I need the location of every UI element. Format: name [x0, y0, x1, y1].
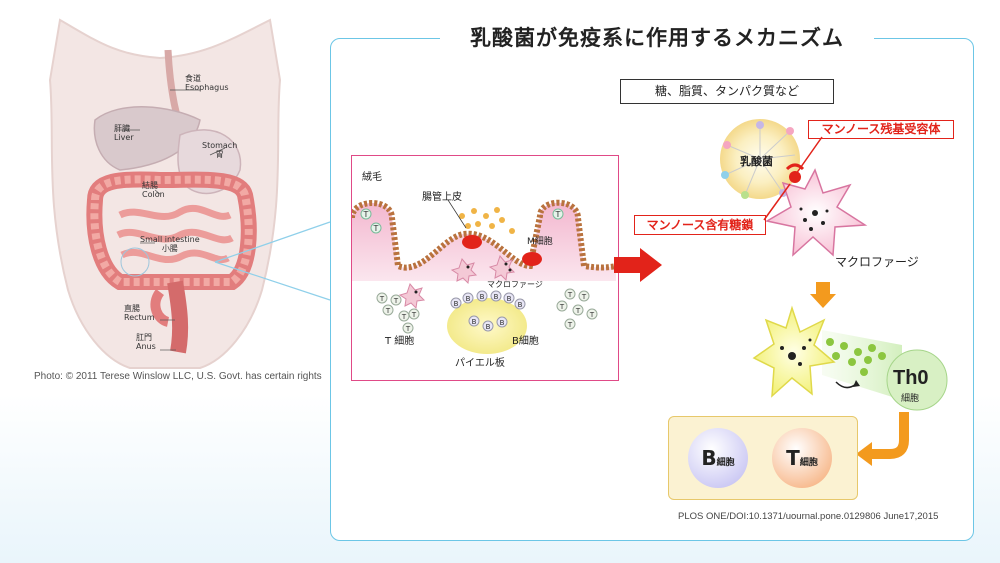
t-cell-label: T 細胞: [385, 336, 415, 347]
svg-text:T: T: [555, 210, 561, 219]
t-cell-word: 細胞: [799, 458, 818, 468]
colon-label: 結腸 Colon: [142, 181, 165, 200]
svg-text:B: B: [500, 319, 505, 327]
orange-bent-arrow: [856, 412, 909, 466]
rectum-jp: 直腸: [124, 304, 140, 313]
mannose-receptor-label: マンノース残基受容体: [808, 120, 954, 139]
svg-text:B: B: [507, 295, 512, 303]
svg-text:T: T: [589, 311, 595, 319]
colon-en: Colon: [142, 189, 165, 199]
b-cell-label: B細胞: [512, 336, 539, 347]
anus-label: 肛門 Anus: [136, 333, 156, 352]
reference-citation: PLOS ONE/DOI:10.1371/uournal.pone.012980…: [678, 511, 939, 522]
svg-text:T: T: [567, 291, 573, 299]
diagram-title: 乳酸菌が免疫系に作用するメカニズム: [440, 22, 874, 52]
th0-cell-label: 細胞: [901, 394, 920, 404]
svg-text:T: T: [379, 295, 385, 303]
svg-text:T: T: [411, 311, 417, 319]
svg-text:T: T: [373, 224, 379, 233]
svg-text:B: B: [486, 323, 491, 331]
esophagus-label: 食道 Esophagus: [185, 74, 229, 93]
svg-text:T: T: [393, 297, 399, 305]
anus-jp: 肛門: [136, 333, 152, 342]
liver-label: 肝臓 Liver: [114, 124, 134, 143]
peyer-macrophage-label: マクロファージ: [487, 280, 543, 289]
peyer-patch-label: パイエル板: [455, 358, 505, 369]
small-intestine-en: Small intestine: [140, 235, 200, 244]
svg-text:T: T: [363, 210, 369, 219]
t-cell-circle: T細胞: [772, 428, 832, 488]
colon-jp: 結腸: [142, 181, 158, 190]
lactobacillus-macrophage-illustration: [720, 119, 868, 257]
svg-text:B: B: [518, 301, 523, 309]
th0-label: Th0: [893, 367, 929, 389]
stomach-en: Stomach: [202, 141, 238, 150]
b-cell-circle: B細胞: [688, 428, 748, 488]
macrophage-label: マクロファージ: [835, 255, 919, 269]
svg-text:B: B: [472, 318, 477, 326]
villi-label: 絨毛: [362, 172, 382, 183]
anus-en: Anus: [136, 341, 156, 351]
svg-text:B: B: [454, 300, 459, 308]
svg-text:T: T: [405, 325, 411, 333]
b-cell-word: 細胞: [716, 458, 735, 468]
rectum-en: Rectum: [124, 312, 155, 322]
lactobacillus-label: 乳酸菌: [740, 155, 773, 168]
nutrients-label: 糖、脂質、タンパク質など: [620, 79, 834, 104]
rectum-label: 直腸 Rectum: [124, 304, 155, 323]
t-cell-letter: T: [786, 446, 800, 470]
orange-down-arrow: [810, 282, 836, 308]
stomach-jp: 胃: [215, 149, 224, 159]
svg-text:T: T: [559, 303, 565, 311]
b-cell-letter: B: [701, 446, 717, 470]
svg-text:T: T: [575, 307, 581, 315]
epithelium-label: 腸管上皮: [422, 192, 462, 203]
small-intestine-label: Small intestine 小腸: [140, 235, 200, 254]
liver-jp: 肝臓: [114, 124, 130, 133]
small-intestine-jp: 小腸: [161, 243, 178, 253]
digestive-system-illustration: [48, 18, 282, 369]
m-cell-label: M細胞: [527, 237, 553, 247]
svg-text:T: T: [567, 321, 573, 329]
svg-text:T: T: [401, 313, 407, 321]
svg-text:B: B: [494, 293, 499, 301]
peyer-patch-illustration: T T T B B B B B B B B B T T T T T T T T …: [352, 199, 616, 354]
stomach-label: Stomach 胃: [202, 141, 238, 160]
svg-text:B: B: [480, 293, 485, 301]
esophagus-en: Esophagus: [185, 82, 229, 92]
esophagus-jp: 食道: [185, 74, 201, 83]
svg-text:B: B: [466, 295, 471, 303]
liver-en: Liver: [114, 132, 134, 142]
red-right-arrow: [614, 248, 662, 282]
svg-text:T: T: [385, 307, 391, 315]
activation-illustration: [752, 305, 948, 411]
mannose-chain-label: マンノース含有糖鎖: [634, 215, 766, 235]
svg-text:T: T: [581, 293, 587, 301]
photo-credit: Photo: © 2011 Terese Winslow LLC, U.S. G…: [34, 371, 322, 382]
